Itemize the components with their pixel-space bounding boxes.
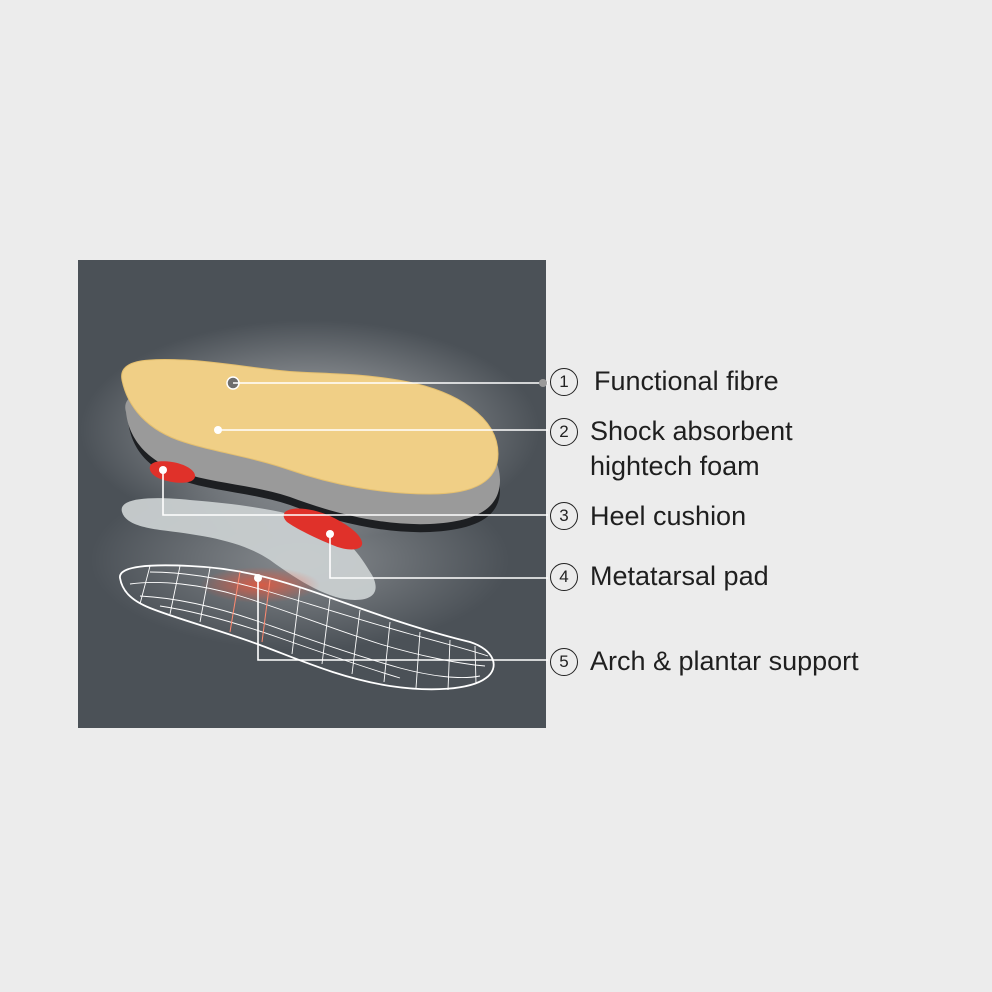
label-arch-plantar-support: Arch & plantar support — [590, 644, 859, 678]
label-hightech-foam: hightech foam — [590, 449, 760, 483]
callout-number-4: 4 — [550, 563, 578, 591]
callout-number-5: 5 — [550, 648, 578, 676]
label-functional-fibre: Functional fibre — [594, 364, 779, 398]
label-metatarsal-pad: Metatarsal pad — [590, 559, 769, 593]
callout-number-2: 2 — [550, 418, 578, 446]
callout-number-3: 3 — [550, 502, 578, 530]
label-heel-cushion: Heel cushion — [590, 499, 746, 533]
label-shock-absorbent: Shock absorbent — [590, 414, 793, 448]
callout-number-1: 1 — [550, 368, 578, 396]
